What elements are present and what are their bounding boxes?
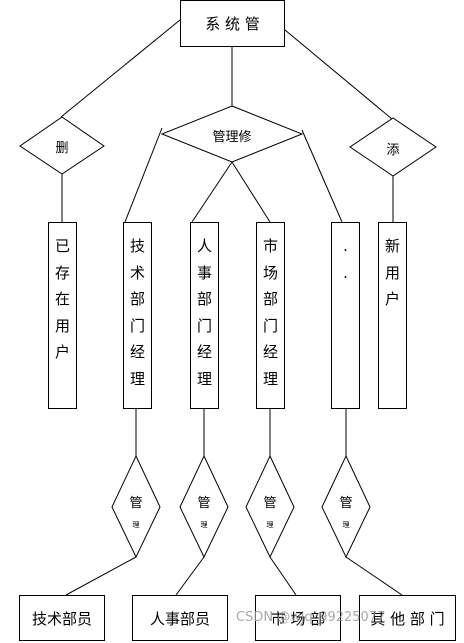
- sub-rel-2-bottom: 理: [200, 521, 208, 529]
- new-users-entity: 新 用 户: [378, 222, 407, 409]
- sub-rel-2-top: 管: [197, 496, 211, 511]
- other-manager-entity: . .: [331, 222, 360, 409]
- sub-rel-3-top: 管: [263, 496, 277, 511]
- sub-rel-diamond-3: [245, 454, 295, 559]
- add-rel-diamond: [349, 117, 437, 177]
- market-manager-entity: 市 场 部 门 经 理: [256, 222, 285, 409]
- sub-rel-diamond-4: [321, 454, 371, 559]
- manage-rel-diamond: [160, 105, 304, 163]
- sub-rel-diamond-1: [111, 454, 161, 559]
- market-dept-entity: 市 场 部: [255, 595, 341, 641]
- hr-manager-entity: 人 事 部 门 经 理: [190, 222, 219, 409]
- watermark: CSDN @wjq_99225077: [236, 610, 386, 625]
- delete-rel-diamond: [19, 116, 105, 175]
- sub-rel-diamond-2: [179, 454, 229, 559]
- tech-manager-entity: 技 术 部 门 经 理: [123, 222, 152, 409]
- delete-rel-label: 删: [55, 141, 69, 156]
- sub-rel-4-bottom: 理: [342, 521, 350, 529]
- manage-rel-label: 管理修: [212, 130, 252, 145]
- sub-rel-4-top: 管: [339, 496, 353, 511]
- root-label: 系 统 管: [205, 15, 260, 33]
- root-entity: 系 统 管: [180, 0, 285, 47]
- add-rel-label: 添: [386, 143, 400, 158]
- sub-rel-1-top: 管: [129, 496, 143, 511]
- existing-users-entity: 已 存 在 用 户: [48, 222, 77, 409]
- other-dept-entity: 其 他 部 门: [359, 595, 456, 641]
- sub-rel-3-bottom: 理: [266, 521, 274, 529]
- hr-staff-entity: 人事部员: [132, 595, 228, 641]
- sub-rel-1-bottom: 理: [132, 521, 140, 529]
- tech-staff-entity: 技术部员: [19, 595, 105, 641]
